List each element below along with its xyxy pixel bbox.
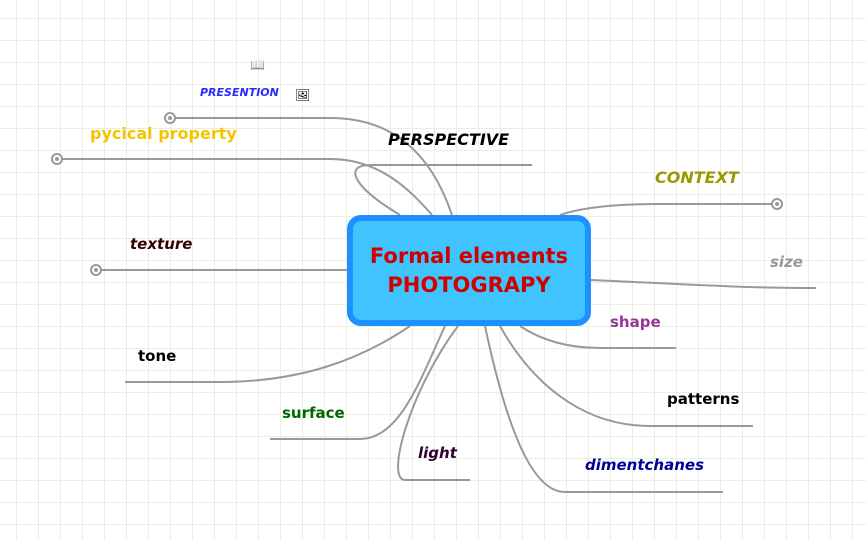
topic-texture[interactable]: texture [130,235,193,253]
topic-pycical-property[interactable]: pycical property [90,124,237,143]
notebook-icon: 📖 [250,58,265,72]
topic-light[interactable]: light [418,444,457,462]
topic-tone[interactable]: tone [138,347,177,365]
topic-presention[interactable]: PRESENTION [200,86,279,99]
topic-patterns[interactable]: patterns [667,390,740,408]
central-topic[interactable]: Formal elements PHOTOGRAPY [347,215,591,326]
topic-perspective[interactable]: PERSPECTIVE [388,130,510,149]
topic-dimentchanes[interactable]: dimentchanes [585,456,705,474]
topic-shape[interactable]: shape [610,313,661,331]
topic-surface[interactable]: surface [282,404,345,422]
topic-size[interactable]: size [770,253,803,271]
topic-context[interactable]: CONTEXT [655,168,739,187]
image-icon[interactable]: 🖼 [295,88,311,102]
central-line2: PHOTOGRAPY [387,272,551,297]
central-line1: Formal elements [369,243,569,268]
